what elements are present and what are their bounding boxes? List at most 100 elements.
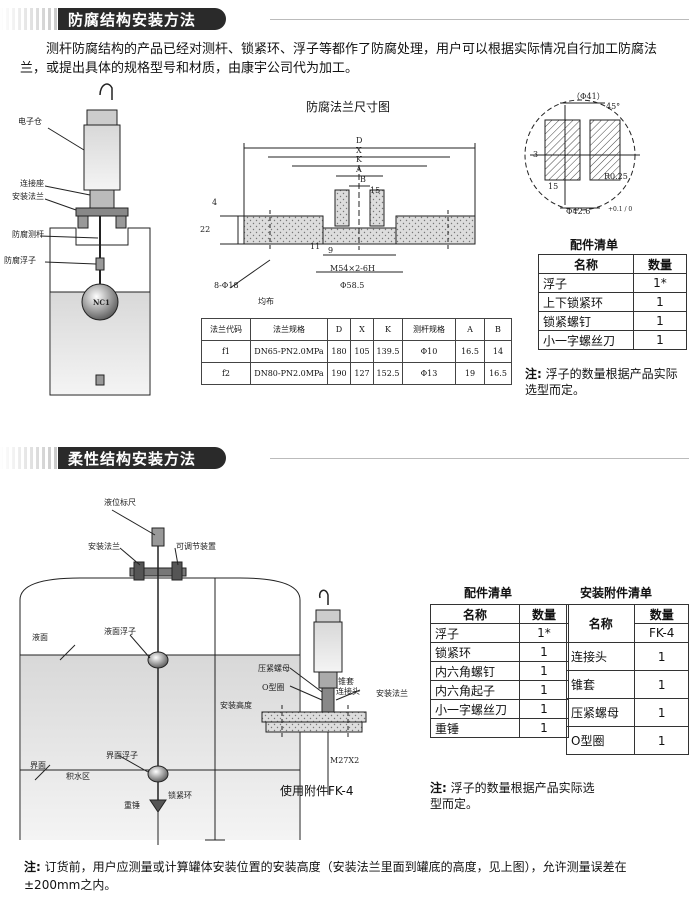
note-label: 注: [525, 367, 542, 381]
cell: 152.5 [373, 362, 403, 385]
cell: 1 [519, 699, 569, 719]
parts-th: 名称 [430, 604, 520, 624]
table-row: f1 DN65-PN2.0MPa 180 105 139.5 Φ10 16.5 … [201, 340, 512, 363]
cell: 连接头 [565, 642, 636, 671]
accessory-th-model: FK-4 [634, 623, 689, 643]
accessory-th-name: 名称 [565, 604, 636, 643]
footer-note: 注: 订货前，用户应测量或计算罐体安装位置的安装高度（安装法兰里面到罐底的高度，… [24, 858, 674, 894]
detail-phi41: （Φ41） [572, 92, 605, 101]
label-thread-2: M27X2 [330, 756, 360, 765]
dim-K: K [356, 155, 362, 164]
table-row: f2 DN80-PN2.0MPa 190 127 152.5 Φ13 19 16… [201, 362, 512, 385]
label-oring: O型圈 [262, 683, 285, 692]
label-lock: 锁紧环 [168, 791, 192, 800]
cell: 139.5 [373, 340, 403, 363]
dim-th: 法兰代码 [201, 318, 251, 341]
footer-label: 注: [24, 860, 41, 874]
cell: f2 [201, 362, 251, 385]
cell: 19 [455, 362, 485, 385]
dim-B: B [360, 175, 366, 184]
cell: 压紧螺母 [565, 698, 636, 727]
detail-3: 3 [533, 150, 539, 159]
section2-note: 注: 浮子的数量根据产品实际选型而定。 [430, 780, 600, 812]
dim-th: B [484, 318, 512, 341]
cell: 1 [634, 698, 689, 727]
cell: 127 [350, 362, 374, 385]
cell: 浮子 [430, 623, 520, 643]
cell: 锁紧环 [430, 642, 520, 662]
label-rod: 防腐测杆 [12, 230, 44, 239]
dim-22: 22 [200, 225, 211, 234]
cell: 16.5 [484, 362, 512, 385]
cell: 锁紧螺钉 [538, 311, 634, 331]
dim-D: D [356, 136, 363, 145]
cell: 1* [519, 623, 569, 643]
label-connector: 连接座 [20, 179, 44, 188]
accessory-header: 名称 数量 [565, 604, 689, 643]
float-mark: NC1 [93, 298, 110, 307]
parts-th: 数量 [519, 604, 569, 624]
cell: O型圈 [565, 726, 636, 755]
cell: 1 [634, 642, 689, 671]
label-cone: 锥套 [338, 677, 354, 686]
dim-th: A [455, 318, 485, 341]
accessory-parts-title: 安装附件清单 [580, 586, 653, 600]
detail-tol: +0.1 / 0 [608, 206, 633, 213]
cell: 105 [350, 340, 374, 363]
parts-header: 名称 数量 [538, 254, 687, 274]
dim-table-header: 法兰代码 法兰规格 D X K 测杆规格 A B [201, 318, 512, 341]
label-water: 积水区 [66, 772, 90, 781]
detail-r025: R0.25 [604, 172, 628, 181]
dim-thread: M54×2-6H [330, 264, 375, 273]
header-dots [0, 447, 58, 469]
label-surface: 液面 [32, 633, 48, 642]
parts-title-2: 配件清单 [464, 586, 513, 600]
cell: 1 [519, 718, 569, 738]
dim-bore: Φ58.5 [340, 281, 365, 290]
cell: 16.5 [455, 340, 485, 363]
parts-title-1: 配件清单 [570, 238, 619, 252]
note-label: 注: [430, 781, 447, 795]
label-interface: 界面 [30, 761, 46, 770]
label-joint: 连接头 [336, 687, 360, 696]
cell: 1 [519, 661, 569, 681]
label-mount-flange-2: 安装法兰 [88, 542, 120, 551]
parts-th: 名称 [538, 254, 634, 274]
section1-paragraph: 测杆防腐结构的产品已经对测杆、锁紧环、浮子等都作了防腐处理，用户可以根据实际情况… [20, 42, 658, 76]
detail-45deg: 45° [606, 102, 621, 111]
cell: 重锤 [430, 718, 520, 738]
section2-title: 柔性结构安装方法 [58, 447, 227, 469]
cell: 浮子 [538, 273, 634, 293]
cell: 锥套 [565, 670, 636, 699]
detail-phi426: Φ42.6 [566, 207, 591, 216]
cell: DN65-PN2.0MPa [250, 340, 328, 363]
footer-text: 订货前，用户应测量或计算罐体安装位置的安装高度（安装法兰里面到罐底的高度，见上图… [24, 860, 627, 892]
corrosion-sensor-drawing [39, 83, 151, 396]
note-text: 浮子的数量根据产品实际选型而定。 [430, 781, 595, 811]
dim-4: 4 [212, 198, 218, 207]
label-weight: 重锤 [124, 801, 140, 810]
label-flange-2: 安装法兰 [376, 689, 408, 698]
section1-rule [270, 19, 689, 20]
dimension-table: 法兰代码 法兰规格 D X K 测杆规格 A B f1 DN65-PN2.0MP… [201, 318, 512, 385]
dim-th: K [373, 318, 403, 341]
cell: 内六角起子 [430, 680, 520, 700]
cell: 1 [633, 311, 687, 331]
section1-note: 注: 浮子的数量根据产品实际选型而定。 [525, 366, 685, 398]
accessory-th-qty: 数量 [634, 604, 689, 624]
cell: 14 [484, 340, 512, 363]
